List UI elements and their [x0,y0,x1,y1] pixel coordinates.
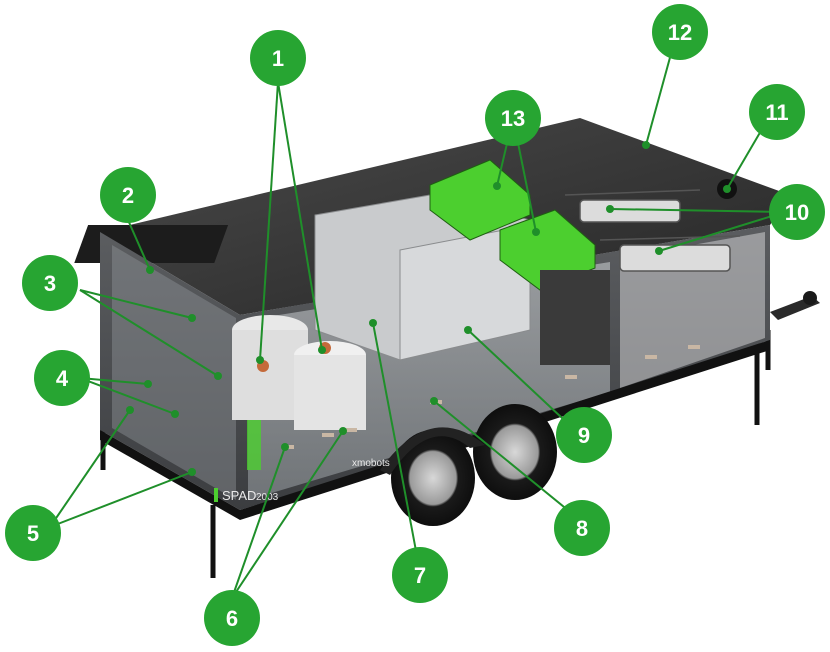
callout-8: 8 [554,500,610,556]
water-tanks [232,315,366,430]
engine-unit [540,270,610,365]
brand-model: SPAD [222,488,256,503]
callout-9: 9 [556,407,612,463]
callout-4: 4 [34,350,90,406]
callout-5-label: 5 [27,521,39,546]
callout-13: 13 [485,90,541,146]
callout-12-label: 12 [668,20,692,45]
drones [564,189,741,272]
callout-6-label: 6 [226,606,238,631]
wheels [380,404,557,526]
callout-5: 5 [5,505,61,561]
callout-11: 11 [749,84,805,140]
leader-lines [49,31,786,599]
callout-9-label: 9 [578,423,590,448]
callout-1: 1 [250,30,306,86]
callout-8-label: 8 [576,516,588,541]
brand-mark [214,488,218,502]
callout-11-label: 11 [765,100,788,125]
callout-3: 3 [22,255,78,311]
callout-10: 10 [769,184,825,240]
callout-6: 6 [204,590,260,646]
callout-4-label: 4 [56,366,69,391]
callout-2: 2 [100,167,156,223]
front-compartment [112,245,236,500]
callout-1-label: 1 [272,46,284,71]
roof-hatch [74,225,229,263]
callout-2-label: 2 [122,183,134,208]
trailer-side-left-section [100,232,240,510]
callout-13-label: 13 [501,106,525,131]
callout-12: 12 [652,4,708,60]
tow-hitch [770,291,820,320]
callout-10-label: 10 [785,200,809,225]
callout-7-label: 7 [414,563,426,588]
callout-3-label: 3 [44,271,56,296]
brand-maker: xmobots [352,458,390,469]
callout-7: 7 [392,547,448,603]
